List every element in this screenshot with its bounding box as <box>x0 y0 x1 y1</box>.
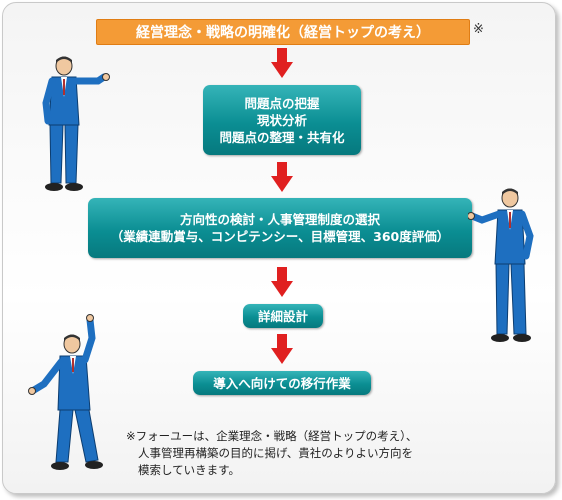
step-problem-analysis: 問題点の把握 現状分析 問題点の整理・共有化 <box>203 85 361 155</box>
arrow-down-icon <box>271 48 293 78</box>
footnote: ※フォーユーは、企業理念・戦略（経営トップの考え）、 人事管理再構築の目的に掲げ… <box>126 428 506 479</box>
arrow-down-icon <box>271 162 293 192</box>
step-line: （業績連動賞与、コンピテンシー、目標管理、360度評価） <box>110 229 450 244</box>
footnote-line: ※フォーユーは、企業理念・戦略（経営トップの考え）、 <box>126 429 418 443</box>
footnote-line: 人事管理再構築の目的に掲げ、貴社のよりよい方向を <box>138 446 413 460</box>
businessman-pointing-illustration <box>42 56 110 191</box>
businessman-cheering-illustration <box>28 314 103 470</box>
arrow-down-icon <box>271 267 293 297</box>
step-line: 導入へ向けての移行作業 <box>213 375 351 391</box>
businessman-presenting-illustration <box>468 188 534 342</box>
title-note-mark: ※ <box>473 22 484 37</box>
step-line: 方向性の検討・人事管理制度の選択 <box>179 212 380 227</box>
step-line: 詳細設計 <box>257 308 308 324</box>
step-line: 現状分析 <box>256 112 307 128</box>
step-line: 問題点の把握 <box>244 95 320 111</box>
arrow-down-icon <box>271 334 293 364</box>
step-line: 問題点の整理・共有化 <box>219 129 345 145</box>
step-migration: 導入へ向けての移行作業 <box>193 371 371 395</box>
footnote-line: 模索していきます。 <box>138 463 241 477</box>
title-box: 経営理念・戦略の明確化（経営トップの考え） <box>96 19 470 45</box>
step-direction-study: 方向性の検討・人事管理制度の選択 （業績連動賞与、コンピテンシー、目標管理、36… <box>88 198 472 258</box>
step-detailed-design: 詳細設計 <box>243 304 323 328</box>
